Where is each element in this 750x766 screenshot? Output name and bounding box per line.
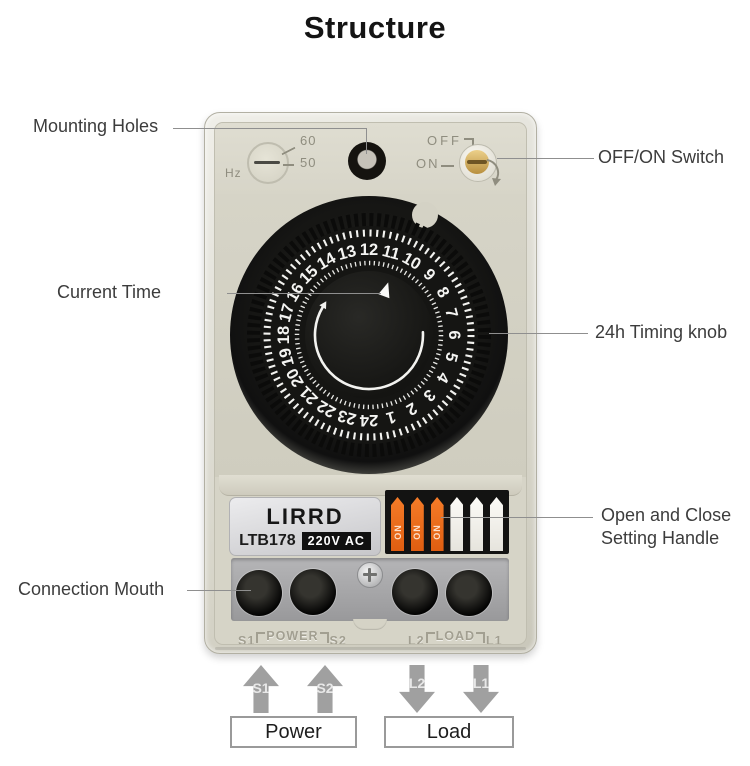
- freq-50-label: 50: [300, 155, 317, 170]
- label-off-on-switch: OFF/ON Switch: [598, 147, 725, 167]
- model-number: LTB178: [239, 531, 296, 549]
- nameplate: LIRRD LTB178 220V AC: [229, 497, 381, 556]
- s2-text: S2: [329, 634, 347, 645]
- device-body: Hz 60 50 OFF ON: [214, 122, 527, 645]
- page-title: Structure: [303, 10, 447, 45]
- case-seam: [215, 647, 526, 650]
- arrow-s2: S2: [307, 665, 343, 713]
- label-current-time: Current Time: [57, 282, 162, 302]
- arrow-l1: L1: [463, 665, 499, 713]
- s1-text: S1: [238, 634, 256, 645]
- arrow-s2-label: S2: [316, 680, 334, 696]
- svg-text:23: 23: [336, 406, 358, 428]
- terminal-panel: [231, 558, 509, 630]
- svg-text:6: 6: [445, 330, 463, 339]
- switch-slot: [467, 160, 487, 164]
- freq-60-label: 60: [300, 133, 317, 148]
- setting-pin-white[interactable]: [450, 497, 464, 551]
- arrow-l2: L2: [399, 665, 435, 713]
- rotation-arrow-icon: [486, 159, 501, 186]
- svg-text:12: 12: [360, 241, 378, 259]
- gear-teeth: [247, 213, 491, 457]
- label-connection-mouth: Connection Mouth: [18, 579, 165, 599]
- arrow-l2-label: L2: [408, 675, 426, 691]
- arrow-l1-label: L1: [472, 675, 490, 691]
- on-label: ON: [416, 156, 440, 171]
- svg-text:1: 1: [384, 407, 398, 427]
- off-label: OFF: [427, 133, 462, 148]
- arrow-s1-label: S1: [252, 680, 270, 696]
- leader-current-time: [227, 293, 381, 294]
- terminal-l1: [446, 570, 492, 616]
- off-on-switch[interactable]: [459, 144, 497, 182]
- top-panel: Hz 60 50 OFF ON: [215, 123, 526, 196]
- leader-mounting-holes: [173, 128, 366, 129]
- outer-tick-ring: [263, 229, 475, 441]
- svg-text:13: 13: [336, 242, 358, 264]
- svg-text:18: 18: [275, 326, 293, 344]
- hz-label: Hz: [225, 166, 242, 180]
- leader-mounting-holes-v: [366, 128, 367, 154]
- load-text: LOAD: [435, 629, 476, 643]
- label-mounting-holes: Mounting Holes: [33, 116, 159, 136]
- terminal-s1: [236, 570, 282, 616]
- inner-tick-ring: [294, 260, 444, 410]
- label-setting-handle-line1: Open and Close: [601, 505, 732, 525]
- load-terminal-label: L2 LOAD L1: [408, 629, 503, 645]
- setting-pin-white[interactable]: [489, 497, 503, 551]
- arrow-s1: S1: [243, 665, 279, 713]
- selector-slot: [254, 161, 280, 164]
- setting-pin-white[interactable]: [470, 497, 484, 551]
- setting-pin-orange[interactable]: ON: [410, 497, 424, 551]
- leader-connection-mouth: [187, 590, 251, 591]
- panel-screw: [357, 562, 383, 588]
- pin-on-text: ON: [392, 524, 403, 540]
- setting-pin-orange[interactable]: ON: [391, 497, 404, 551]
- setting-pin-orange[interactable]: ON: [430, 497, 444, 551]
- leader-setting-handle: [441, 517, 593, 518]
- power-box: Power: [230, 716, 357, 748]
- l1-text: L1: [486, 634, 503, 645]
- switch-brass: [465, 150, 489, 174]
- frequency-selector[interactable]: [247, 142, 289, 184]
- dial-notch: [412, 202, 438, 228]
- on-dash: [441, 165, 454, 167]
- knob-arc: [313, 305, 425, 391]
- label-setting-handle: Open and Close Setting Handle: [601, 504, 731, 550]
- power-text: POWER: [266, 629, 319, 643]
- voltage-badge: 220V AC: [301, 531, 371, 550]
- terminal-s2: [290, 569, 336, 615]
- svg-text:19: 19: [276, 346, 298, 368]
- leader-off-on: [497, 158, 594, 159]
- pin-on-text: ON: [432, 524, 443, 540]
- timer-device: Hz 60 50 OFF ON: [204, 112, 537, 654]
- current-time-pointer: [378, 282, 390, 299]
- bracket-close-icon: [319, 632, 329, 643]
- setting-pins: ON ON ON: [385, 490, 509, 554]
- bracket-open-icon: [256, 632, 266, 643]
- off-bracket: [464, 138, 474, 146]
- power-terminal-label: S1 POWER S2: [238, 629, 347, 645]
- bracket-close-icon: [476, 632, 486, 643]
- svg-text:17: 17: [276, 302, 298, 324]
- svg-text:11: 11: [380, 242, 402, 264]
- leader-timing-knob: [489, 333, 588, 334]
- svg-text:24: 24: [359, 411, 378, 429]
- tick-50: [283, 164, 294, 166]
- svg-text:7: 7: [441, 306, 461, 320]
- pin-on-text: ON: [412, 524, 423, 540]
- terminal-l2: [392, 569, 438, 615]
- knob-arc-arrowhead: [319, 301, 327, 310]
- label-setting-handle-line2: Setting Handle: [601, 528, 720, 548]
- timing-knob[interactable]: [305, 271, 433, 399]
- l2-text: L2: [408, 634, 425, 645]
- label-timing-knob: 24h Timing knob: [595, 322, 728, 342]
- panel-notch: [353, 619, 387, 630]
- load-box: Load: [384, 716, 514, 748]
- mounting-hole: [348, 142, 386, 180]
- brand-logo: LIRRD: [266, 503, 344, 529]
- svg-text:5: 5: [441, 350, 461, 364]
- bracket-open-icon: [425, 632, 435, 643]
